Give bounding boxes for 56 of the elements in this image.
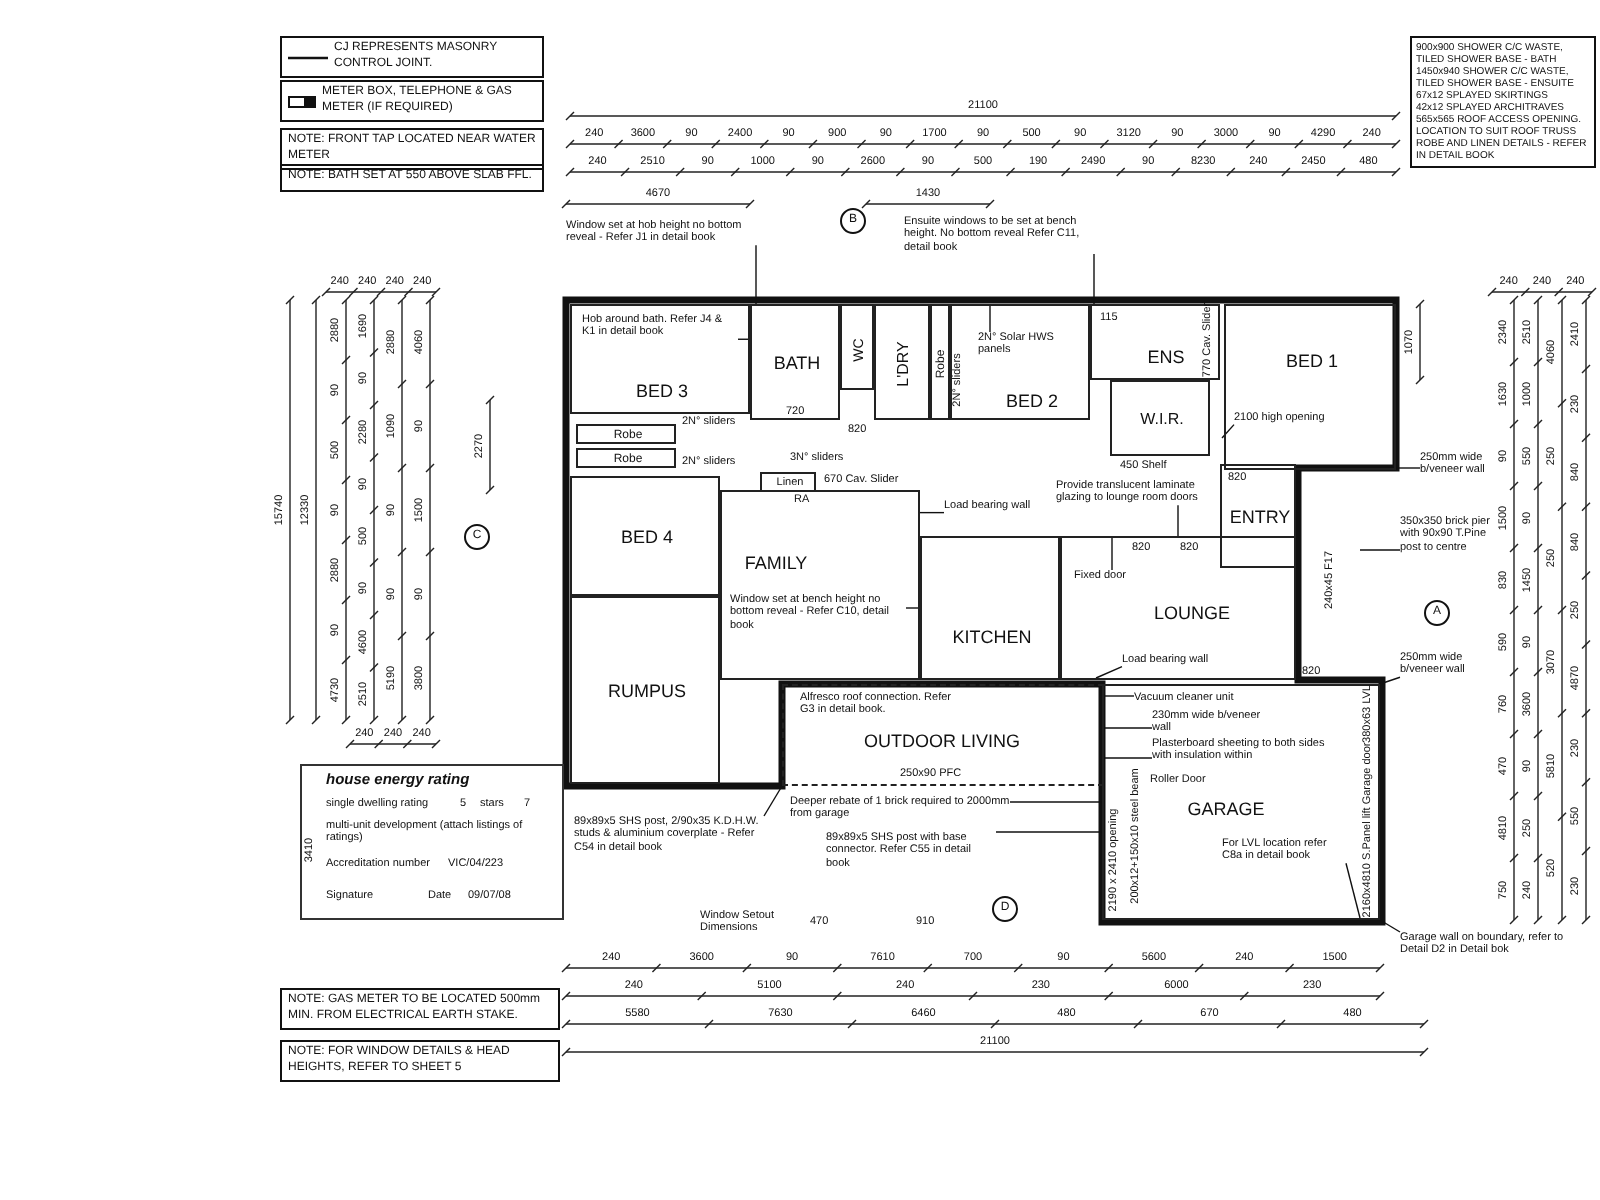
leader-line bbox=[1103, 757, 1153, 759]
room-name: ENTRY bbox=[1229, 509, 1291, 527]
leader-line bbox=[995, 831, 1103, 833]
room-outline bbox=[1220, 464, 1296, 568]
room-outline bbox=[760, 472, 816, 492]
leader-line bbox=[1111, 537, 1113, 571]
room-outline bbox=[874, 304, 930, 420]
leader-line bbox=[737, 338, 751, 340]
room-outline bbox=[1060, 536, 1296, 680]
room-outline bbox=[950, 304, 1090, 420]
room-outline bbox=[750, 304, 840, 420]
room-outline bbox=[570, 476, 720, 596]
room-outline bbox=[570, 596, 720, 784]
room-outline bbox=[920, 536, 1060, 680]
room-name: FAMILY bbox=[744, 555, 808, 573]
leader-line bbox=[989, 305, 991, 333]
leader-line bbox=[1379, 676, 1401, 685]
leader-line bbox=[919, 511, 945, 514]
room-outline bbox=[570, 304, 750, 414]
room-outline bbox=[576, 424, 676, 444]
room-name: L'DRY bbox=[896, 341, 912, 387]
leader-line bbox=[1221, 423, 1235, 439]
room-name: GARAGE bbox=[1187, 801, 1265, 819]
room-name: BED 2 bbox=[1006, 393, 1058, 411]
room-outline bbox=[1110, 380, 1210, 456]
room-outline bbox=[840, 304, 874, 390]
leader-line bbox=[763, 785, 783, 817]
room-outline bbox=[1090, 304, 1220, 380]
room-name: RUMPUS bbox=[608, 683, 686, 701]
leader-line bbox=[1395, 467, 1421, 469]
room-outline bbox=[576, 448, 676, 468]
room-name: BED 4 bbox=[621, 529, 673, 547]
room-outline bbox=[720, 490, 920, 680]
leader-line bbox=[1359, 549, 1401, 551]
leader-line bbox=[1103, 695, 1135, 697]
room-name: LOUNGE bbox=[1154, 605, 1230, 623]
room-outline bbox=[1102, 684, 1380, 920]
room-outline bbox=[930, 304, 950, 420]
room-name: KITCHEN bbox=[952, 629, 1032, 647]
room-name: BED 1 bbox=[1286, 353, 1338, 371]
leader-line bbox=[905, 607, 921, 609]
leader-line bbox=[755, 244, 757, 305]
leader-line bbox=[1177, 504, 1179, 537]
room-name: BED 3 bbox=[636, 383, 688, 401]
room-name: OUTDOOR LIVING bbox=[864, 733, 1020, 751]
room-name: BATH bbox=[773, 355, 821, 373]
room-outline bbox=[1224, 304, 1396, 470]
leader-line bbox=[1095, 665, 1123, 679]
leader-line bbox=[1093, 253, 1095, 305]
leader-line bbox=[1379, 919, 1401, 933]
leader-line bbox=[1009, 801, 1103, 803]
room-name: ENS bbox=[1147, 349, 1185, 367]
room-outline bbox=[782, 684, 1104, 786]
leader-line bbox=[1345, 862, 1361, 919]
leader-line bbox=[1103, 727, 1153, 729]
room-name: W.I.R. bbox=[1140, 412, 1184, 428]
